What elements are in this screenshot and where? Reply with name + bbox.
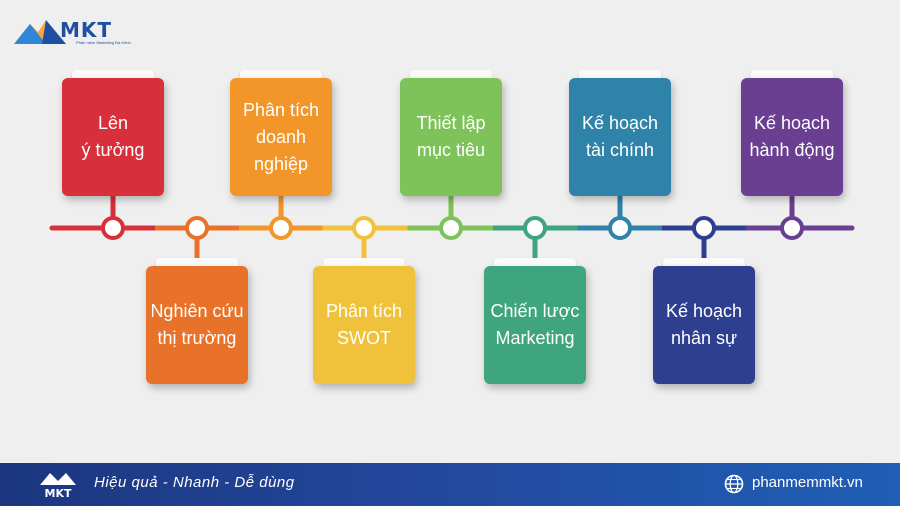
step-9-label: Kế hoạch hành động [749,113,835,160]
brand-logo [12,14,142,54]
step-1-card: Lên ý tưởng [62,78,164,196]
footer-bar [0,463,900,506]
step-9-node [780,216,804,240]
step-3-label: Phân tích doanh nghiệp [242,99,320,174]
step-1-label: Lên ý tưởng [81,113,145,160]
step-5-card: Thiết lập mục tiêu [400,78,502,196]
step-2-card: Nghiên cứu thị trường [146,266,248,384]
step-4-card: Phân tích SWOT [313,266,415,384]
step-3-node [269,216,293,240]
step-3-card: Phân tích doanh nghiệp [230,78,332,196]
logo-mark-icon [14,20,66,44]
brand-name: MKT [60,18,113,42]
timeline-diagram [49,194,855,268]
step-9-card: Kế hoạch hành động [741,78,843,196]
step-7-node [608,216,632,240]
step-5-node [439,216,463,240]
brand-tagline: Phần mềm Marketing Đa Kênh [76,40,131,45]
step-8-card: Kế hoạch nhân sự [653,266,755,384]
footer-slogan: Hiệu quả - Nhanh - Dễ dùng [94,474,295,491]
step-6-node [523,216,547,240]
step-5-label: Thiết lập mục tiêu [416,113,486,160]
globe-icon [724,474,744,494]
step-2-label: Nghiên cứu thị trường [150,301,244,348]
step-7-label: Kế hoạch tài chính [581,113,659,160]
step-4-label: Phân tích SWOT [325,301,403,348]
step-8-node [692,216,716,240]
footer-website-link[interactable]: phanmemmkt.vn [752,474,863,491]
step-1-node [101,216,125,240]
step-6-label: Chiến lược Marketing [490,301,580,348]
step-4-node [352,216,376,240]
step-7-card: Kế hoạch tài chính [569,78,671,196]
svg-text:MKT: MKT [45,487,72,500]
footer-logo-icon: MKT [40,473,76,500]
step-6-card: Chiến lược Marketing [484,266,586,384]
step-2-node [185,216,209,240]
step-8-label: Kế hoạch nhân sự [665,301,743,348]
